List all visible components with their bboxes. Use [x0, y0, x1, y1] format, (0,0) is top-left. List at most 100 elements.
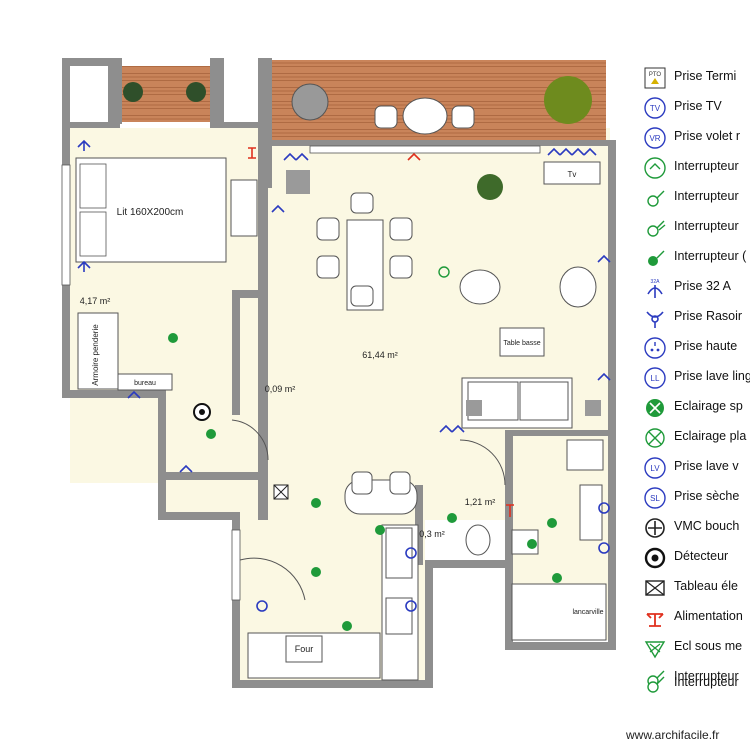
laundry-socket-icon: LL — [644, 367, 666, 389]
legend-item: Interrupteur — [640, 184, 750, 212]
bed: Lit 160X200cm — [75, 157, 227, 263]
razor-socket-icon — [646, 311, 664, 328]
pto-icon: PTO — [644, 67, 666, 89]
tv-unit: Tv — [543, 161, 601, 185]
oven: Four — [285, 635, 323, 663]
legend-label: Eclairage pla — [674, 429, 747, 443]
wardrobe: Armoire penderie — [77, 312, 119, 390]
dryer-socket-icon: SL — [644, 487, 666, 509]
armchairs — [459, 266, 597, 308]
legend-item: Interrupteur ( — [640, 244, 750, 272]
legend-item: Alimentation — [640, 604, 750, 632]
socket-32a-icon: 32A — [647, 279, 663, 298]
legend-item: Ecl sous me — [640, 634, 750, 662]
dresser — [230, 179, 258, 237]
detector-icon — [644, 547, 666, 569]
legend-label: Interrupteur — [674, 189, 739, 203]
panel-icon — [645, 580, 665, 596]
shutter-socket-icon: VR — [644, 127, 666, 149]
tv-socket-icon: TV — [644, 97, 666, 119]
legend-label: Ecl sous me — [674, 639, 743, 653]
legend-item: Interrupteur — [640, 214, 750, 242]
legend-item: TV Prise TV — [640, 94, 750, 122]
svg-text:TV: TV — [650, 104, 661, 113]
shower: lancarville — [511, 583, 607, 641]
sofa — [461, 377, 573, 429]
legend-label: Prise lave v — [674, 459, 739, 473]
legend-item: 32A Prise 32 A — [640, 274, 750, 302]
high-socket-icon — [644, 337, 666, 359]
vmc-icon — [645, 518, 665, 538]
legend-item: Tableau éle — [640, 574, 750, 602]
legend-item: Interrupteur — [640, 670, 750, 698]
legend-label: Eclairage sp — [674, 399, 743, 413]
legend-label: Interrupteur — [674, 669, 739, 683]
legend-label: Interrupteur ( — [674, 249, 747, 263]
plants — [123, 76, 592, 200]
spot-light-icon — [646, 399, 664, 417]
wardrobe-label: Armoire penderie — [91, 324, 100, 386]
legend-label: Prise TV — [674, 99, 722, 113]
svg-text:SL: SL — [650, 494, 660, 503]
legend-item: PTO Prise Termi — [640, 64, 750, 92]
poufs — [286, 170, 601, 416]
legend-item: Prise haute — [640, 334, 750, 362]
coffee-table-label: Table basse — [503, 340, 540, 347]
legend-label: Prise Termi — [674, 69, 737, 83]
legend-item: Prise Rasoir — [640, 304, 750, 332]
under-cabinet-light-icon — [644, 641, 666, 659]
legend: PTO Prise Termi TV Prise TV VR Prise vol… — [640, 64, 750, 694]
legend-label: Détecteur — [674, 549, 729, 563]
oven-label: Four — [295, 644, 314, 654]
legend-item: Détecteur — [640, 544, 750, 572]
tv-label: Tv — [568, 170, 577, 179]
legend-label: Prise lave ling — [674, 369, 750, 383]
legend-item: Eclairage pla — [640, 424, 750, 452]
legend-label: Interrupteur — [674, 219, 739, 233]
switch-double-icon — [647, 220, 666, 237]
bathroom-fixtures — [465, 439, 604, 556]
legend-item: Interrupteur — [640, 154, 750, 182]
legend-item: VMC bouch — [640, 514, 750, 542]
legend-label: Prise Rasoir — [674, 309, 743, 323]
legend-item: Eclairage sp — [640, 394, 750, 422]
switch-small-2-icon — [647, 676, 665, 693]
switch-round-icon — [644, 157, 666, 179]
windows — [61, 145, 541, 601]
power-supply-symbols — [248, 147, 514, 517]
coffee-table: Table basse — [499, 327, 545, 357]
legend-label: Prise 32 A — [674, 279, 731, 293]
electric-panel-symbol — [273, 484, 289, 500]
legend-label: VMC bouch — [674, 519, 740, 533]
power-supply-icon — [646, 613, 664, 627]
floor-plan: Lit 160X200cm Armoire penderie bureau Ta… — [61, 58, 616, 688]
kitchen-counters — [247, 524, 419, 681]
bed-label: Lit 160X200cm — [117, 207, 184, 218]
light-symbols — [168, 266, 562, 631]
legend-label: Prise sèche — [674, 489, 740, 503]
svg-text:VR: VR — [649, 134, 660, 143]
legend-label: Prise haute — [674, 339, 738, 353]
desk-label: bureau — [134, 380, 156, 387]
terrace-furniture — [291, 83, 475, 135]
legend-item: LV Prise lave v — [640, 454, 750, 482]
legend-label: Interrupteur — [674, 675, 739, 689]
svg-text:32A: 32A — [651, 279, 661, 285]
ceiling-light-icon — [645, 428, 665, 448]
legend-item: SL Prise sèche — [640, 484, 750, 512]
legend-label: Interrupteur — [674, 159, 739, 173]
area-niche: 0,3 m² — [419, 529, 445, 539]
socket-symbols — [77, 139, 611, 612]
dining-set — [316, 192, 413, 311]
shower-label: lancarville — [572, 609, 603, 616]
svg-text:LL: LL — [651, 374, 660, 383]
svg-text:PTO: PTO — [649, 72, 662, 78]
area-closet: 0,09 m² — [265, 384, 296, 394]
kitchen-island — [344, 471, 418, 515]
legend-label: Tableau éle — [674, 579, 738, 593]
switch-circle-icon — [647, 190, 665, 207]
svg-text:LV: LV — [650, 464, 660, 473]
area-main: 61,44 m² — [362, 350, 398, 360]
area-labels: 61,44 m² 4,17 m² 0,09 m² 1,21 m² 0,3 m² — [80, 296, 496, 539]
switch-filled-icon — [648, 250, 665, 266]
